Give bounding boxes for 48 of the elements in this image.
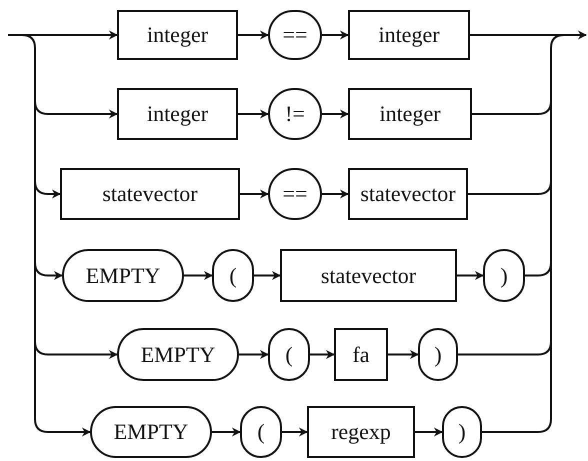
arrow xyxy=(34,341,118,359)
arrow xyxy=(415,428,443,436)
terminal-symbol: ( xyxy=(240,406,282,458)
terminal-symbol: ( xyxy=(268,328,310,381)
arrow xyxy=(240,190,269,198)
arrow xyxy=(34,418,91,436)
connector-line xyxy=(472,100,552,115)
nonterminal-box: statevector xyxy=(60,168,240,220)
arrow xyxy=(282,428,308,436)
terminal-symbol: == xyxy=(268,168,322,220)
arrow xyxy=(254,271,281,280)
arrow xyxy=(470,30,587,40)
arrow xyxy=(310,350,335,359)
arrow xyxy=(238,30,269,40)
nonterminal-box: statevector xyxy=(348,168,468,220)
arrow xyxy=(34,262,63,280)
arrow xyxy=(238,110,269,118)
connector-line xyxy=(525,262,552,276)
arrow xyxy=(457,271,484,280)
arrow xyxy=(388,350,419,359)
connector-line xyxy=(458,341,552,356)
terminal-symbol: EMPTY xyxy=(62,249,184,302)
nonterminal-box: regexp xyxy=(307,406,415,458)
terminal-symbol: ) xyxy=(418,328,458,381)
arrow xyxy=(8,30,118,40)
nonterminal-box: statevector xyxy=(280,249,457,302)
nonterminal-box: fa xyxy=(334,328,388,381)
terminal-symbol: ) xyxy=(483,249,525,302)
connector-line xyxy=(468,180,552,195)
nonterminal-box: integer xyxy=(348,10,470,60)
terminal-symbol: EMPTY xyxy=(90,406,212,458)
terminal-symbol: != xyxy=(268,88,322,140)
arrow xyxy=(212,428,241,436)
connector-line xyxy=(482,418,552,433)
arrow xyxy=(34,180,61,198)
nonterminal-box: integer xyxy=(117,10,238,60)
terminal-symbol: EMPTY xyxy=(117,328,239,381)
arrow xyxy=(239,350,269,359)
arrow xyxy=(322,190,349,198)
terminal-symbol: ( xyxy=(212,249,254,302)
terminal-symbol: == xyxy=(268,10,322,60)
arrow xyxy=(322,30,349,40)
arrow xyxy=(184,271,213,280)
arrow xyxy=(34,100,118,118)
terminal-symbol: ) xyxy=(442,406,482,458)
arrow xyxy=(322,110,349,118)
nonterminal-box: integer xyxy=(348,88,472,140)
nonterminal-box: integer xyxy=(117,88,238,140)
